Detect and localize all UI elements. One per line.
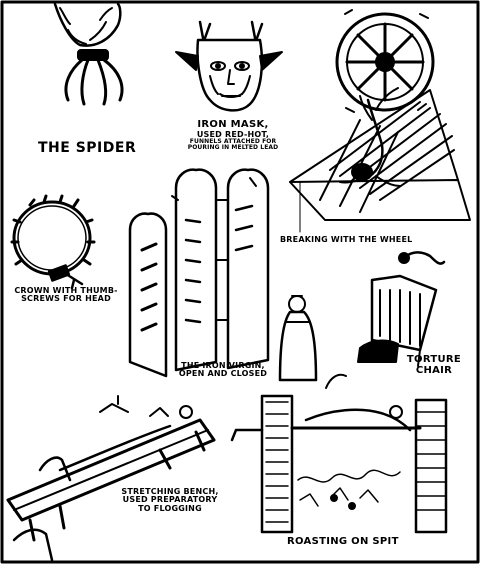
caption-crown: CROWN WITH THUMB- SCREWS FOR HEAD bbox=[10, 286, 122, 304]
caption-iron-mask-title: IRON MASK, bbox=[197, 119, 269, 130]
caption-iron-virgin-line1: THE IRON VIRGIN, bbox=[181, 361, 265, 370]
caption-torture-chair: TORTURE CHAIR bbox=[402, 354, 466, 376]
iron-mask-drawing bbox=[175, 20, 283, 112]
caption-roasting-spit: ROASTING ON SPIT bbox=[287, 536, 399, 547]
caption-iron-mask-line2: USED RED-HOT, bbox=[196, 129, 270, 139]
caption-iron-mask-line3: FUNNELS ATTACHED FOR bbox=[189, 137, 277, 145]
caption-iron-virgin-line2: OPEN AND CLOSED bbox=[178, 369, 268, 379]
caption-iron-mask: IRON MASK, USED RED-HOT, FUNNELS ATTACHE… bbox=[178, 119, 288, 152]
spider-device-drawing bbox=[53, 2, 124, 106]
caption-stretching-bench-line3: TO FLOGGING bbox=[138, 503, 202, 513]
caption-torture-chair-line1: TORTURE bbox=[406, 354, 462, 365]
caption-crown-line1: CROWN WITH THUMB- bbox=[14, 286, 118, 295]
caption-stretching-bench-line2: USED PREPARATORY bbox=[122, 495, 218, 505]
stretching-bench-drawing bbox=[6, 395, 216, 562]
caption-stretching-bench: STRETCHING BENCH, USED PREPARATORY TO FL… bbox=[110, 487, 230, 513]
iron-virgin-closed-figure bbox=[278, 295, 318, 382]
iron-virgin-drawing bbox=[128, 168, 270, 378]
caption-torture-chair-line2: CHAIR bbox=[415, 364, 453, 376]
caption-stretching-bench-line1: STRETCHING BENCH, bbox=[121, 487, 219, 496]
caption-iron-virgin: THE IRON VIRGIN, OPEN AND CLOSED bbox=[168, 361, 278, 379]
caption-iron-mask-line4: POURING IN MELTED LEAD bbox=[187, 144, 279, 152]
roasting-spit-drawing bbox=[230, 373, 448, 534]
caption-spider: THE SPIDER bbox=[38, 140, 137, 156]
torture-chair-drawing bbox=[357, 251, 446, 367]
breaking-wheel-drawing bbox=[289, 9, 471, 221]
caption-breaking-wheel: BREAKING WITH THE WHEEL bbox=[280, 235, 413, 244]
caption-crown-line2: SCREWS FOR HEAD bbox=[21, 294, 111, 304]
crown-thumbscrews-drawing bbox=[10, 194, 96, 290]
